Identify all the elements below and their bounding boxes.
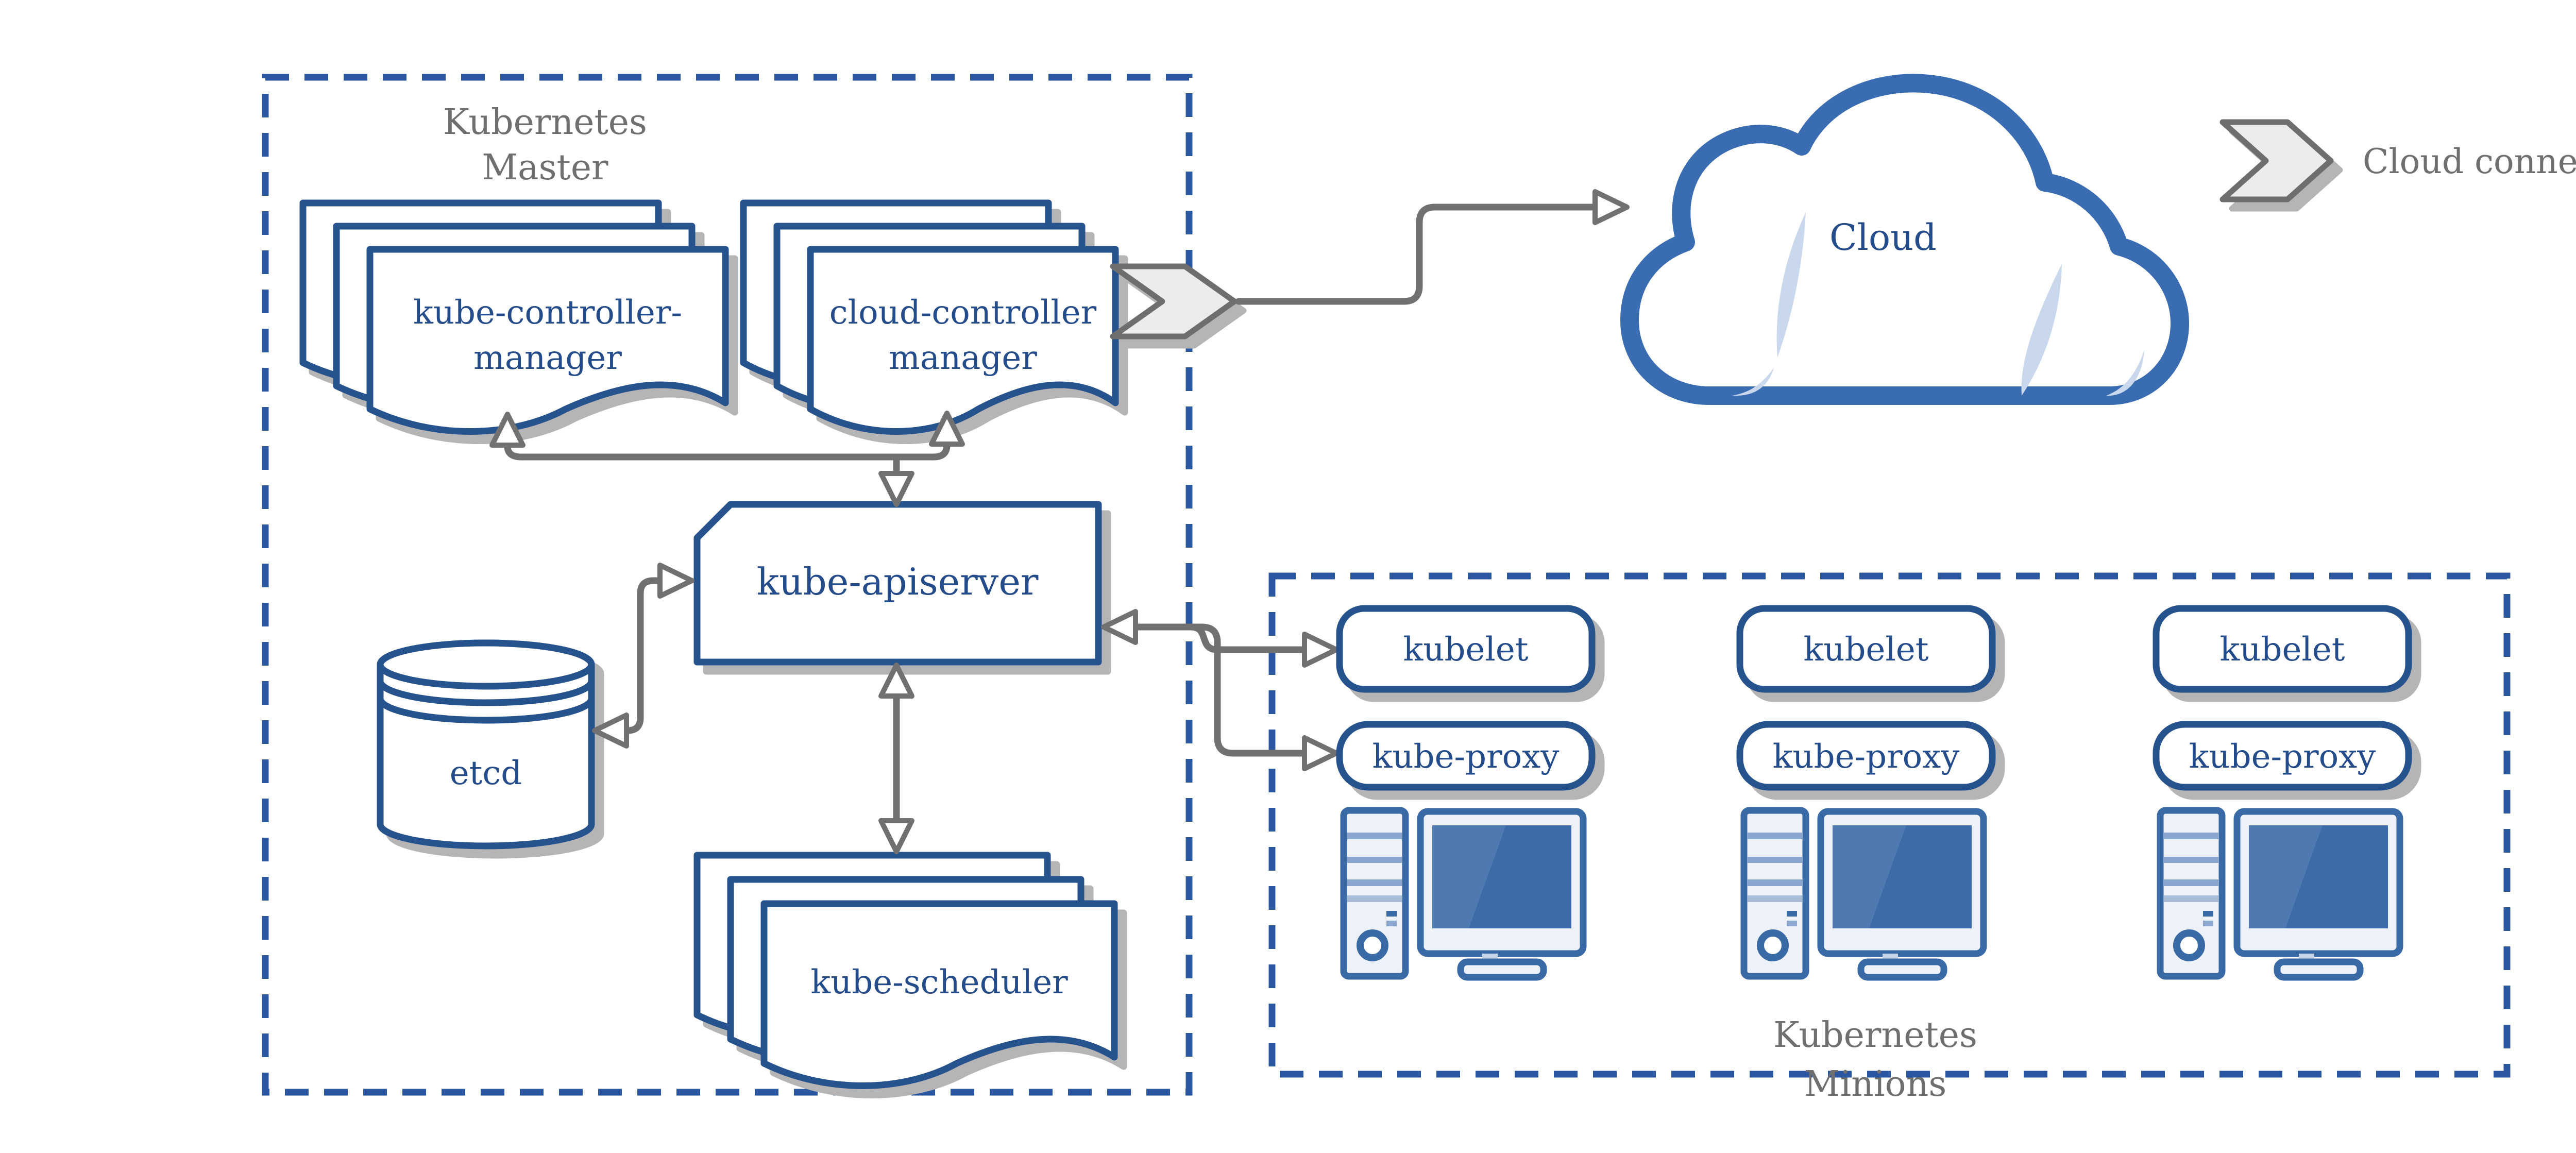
kube-controller-manager-label-line2: manager bbox=[473, 339, 622, 377]
kube-proxy-box bbox=[1336, 721, 1596, 791]
cloud-connector-icon bbox=[2219, 119, 2334, 202]
kubelet-label: kubelet bbox=[2220, 631, 2345, 669]
arrow-controllers-apiserver bbox=[489, 411, 965, 507]
kube-proxy-label: kube-proxy bbox=[2189, 738, 2376, 776]
minion-node-3: kubelet kube-proxy bbox=[2153, 605, 2412, 977]
minion-node-1: kubelet kube-proxy bbox=[1336, 605, 1596, 977]
kube-controller-manager-node: kube-controller- manager bbox=[303, 203, 725, 432]
master-label-line1: Kubernetes bbox=[443, 102, 647, 143]
arrow-apiserver-scheduler bbox=[878, 663, 914, 854]
kube-controller-manager-label-line1: kube-controller- bbox=[413, 294, 682, 332]
kubelet-label: kubelet bbox=[1804, 631, 1929, 669]
minions-label-line2: Minions bbox=[1804, 1064, 1947, 1105]
kube-scheduler-node: kube-scheduler bbox=[697, 855, 1114, 1086]
minions-label-line1: Kubernetes bbox=[1773, 1015, 1977, 1056]
cloud-controller-manager-node: cloud-controller manager bbox=[743, 203, 1115, 432]
arrow-cloudcontroller-cloud bbox=[1110, 189, 1630, 340]
kube-proxy-box bbox=[2153, 721, 2412, 791]
master-label-line2: Master bbox=[482, 147, 608, 188]
computer-icon bbox=[2160, 810, 2400, 977]
kube-proxy-box bbox=[1736, 721, 1996, 791]
kubelet-label: kubelet bbox=[1403, 631, 1529, 669]
computer-icon bbox=[1344, 810, 1583, 977]
legend: Cloud connector bbox=[2219, 119, 2576, 202]
arrow-apiserver-minions bbox=[1101, 609, 1339, 771]
kube-apiserver-label: kube-apiserver bbox=[757, 560, 1039, 603]
arrow-etcd-apiserver bbox=[592, 563, 694, 749]
kube-proxy-label: kube-proxy bbox=[1372, 738, 1560, 776]
etcd-label: etcd bbox=[450, 754, 522, 792]
kube-scheduler-label: kube-scheduler bbox=[810, 963, 1068, 1002]
legend-label: Cloud connector bbox=[2363, 142, 2576, 181]
kubelet-box bbox=[1336, 605, 1596, 693]
cloud-connector-icon bbox=[1110, 263, 1238, 340]
kube-proxy-label: kube-proxy bbox=[1773, 738, 1960, 776]
kube-apiserver-node: kube-apiserver bbox=[693, 501, 1102, 666]
cloud-node: Cloud bbox=[1620, 74, 2189, 405]
database-icon bbox=[377, 639, 595, 850]
minion-node-2: kubelet kube-proxy bbox=[1736, 605, 1996, 977]
cloud-controller-manager-label-line2: manager bbox=[889, 339, 1037, 377]
kubernetes-minions-boundary bbox=[1268, 572, 2511, 1078]
kubelet-box bbox=[1736, 605, 1996, 693]
card-shape-icon bbox=[693, 501, 1102, 666]
kubernetes-master-boundary bbox=[262, 74, 1193, 1096]
computer-icon bbox=[1744, 810, 1984, 977]
cloud-label: Cloud bbox=[1829, 216, 1937, 259]
cloud-controller-manager-label-line1: cloud-controller bbox=[829, 294, 1097, 332]
etcd-node: etcd bbox=[377, 639, 595, 850]
kubelet-box bbox=[2153, 605, 2412, 693]
